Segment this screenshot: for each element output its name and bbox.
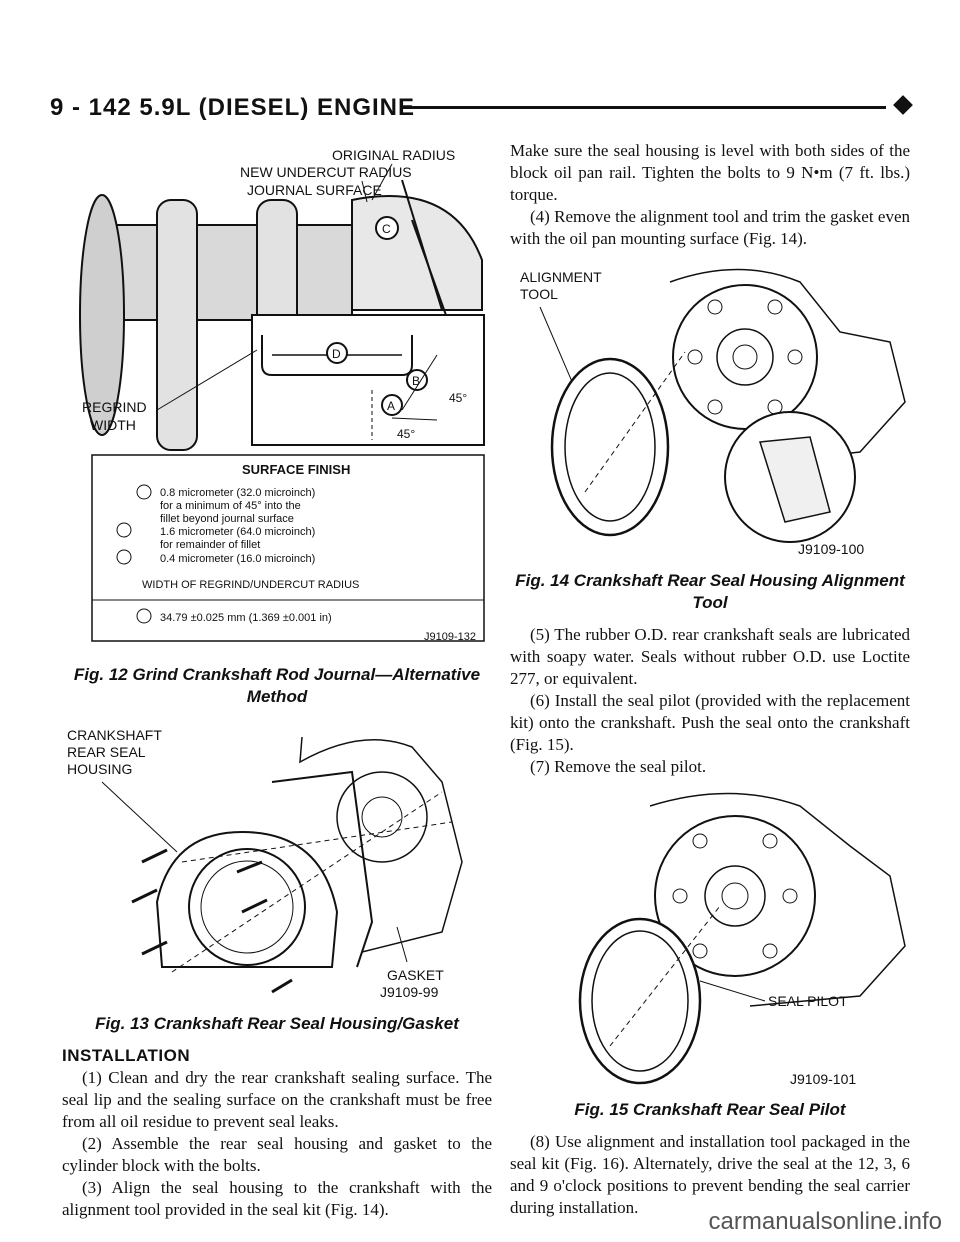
right-column: Make sure the seal housing is level with… — [510, 140, 910, 1219]
label-regrind: REGRIND — [82, 399, 147, 415]
table-heading: SURFACE FINISH — [242, 462, 350, 477]
fig14-code: J9109-100 — [798, 541, 864, 557]
label-gasket: GASKET — [387, 967, 444, 983]
right-steps: (5) The rubber O.D. rear crankshaft seal… — [510, 624, 910, 778]
paragraph-7: (7) Remove the seal pilot. — [530, 757, 707, 776]
fig13-diagram: CRANKSHAFT REAR SEAL HOUSING GASKET J910… — [67, 727, 463, 997]
fig12-diagram: C ORIGINAL RADIUS NEW UNDERCUT RADIUS JO… — [79, 147, 485, 643]
fig12-code: J9109-132 — [424, 631, 476, 643]
installation-section: INSTALLATION (1) Clean and dry the rear … — [62, 1045, 492, 1221]
label-new-undercut: NEW UNDERCUT RADIUS — [240, 164, 412, 180]
label-alignment: ALIGNMENT — [520, 269, 602, 285]
label-width: WIDTH — [90, 417, 136, 433]
label-tool: TOOL — [520, 286, 558, 302]
installation-heading: INSTALLATION — [62, 1046, 191, 1065]
label-angle-2: 45° — [397, 427, 415, 441]
table-b-line-1: 1.6 micrometer (64.0 microinch) — [160, 526, 315, 538]
paragraph-1: (1) Clean and dry the rear crankshaft se… — [62, 1068, 492, 1131]
header-rule — [402, 106, 886, 109]
table-a-line-2: for a minimum of 45° into the — [160, 500, 301, 512]
label-angle-1: 45° — [449, 391, 467, 405]
paragraph-5: (5) The rubber O.D. rear crankshaft seal… — [510, 625, 910, 688]
paragraph-2: (2) Assemble the rear seal housing and g… — [62, 1134, 492, 1175]
fig15-code: J9109-101 — [790, 1071, 856, 1087]
label-housing-3: HOUSING — [67, 761, 132, 777]
fig15-caption: Fig. 15 Crankshaft Rear Seal Pilot — [574, 1100, 846, 1119]
left-column: C ORIGINAL RADIUS NEW UNDERCUT RADIUS JO… — [62, 140, 492, 1221]
paragraph-3: (3) Align the seal housing to the cranks… — [62, 1178, 492, 1219]
table-a-line-1: 0.8 micrometer (32.0 microinch) — [160, 487, 315, 499]
table-width-heading: WIDTH OF REGRIND/UNDERCUT RADIUS — [142, 579, 359, 591]
page-header: 9 - 142 5.9L (DIESEL) ENGINE — [50, 94, 913, 122]
table-d-line: 34.79 ±0.025 mm (1.369 ±0.001 in) — [160, 612, 332, 624]
label-b: B — [412, 374, 420, 388]
paragraph-8: (8) Use alignment and installation tool … — [510, 1132, 910, 1217]
table-c-line-1: 0.4 micrometer (16.0 microinch) — [160, 553, 315, 565]
fig13-caption: Fig. 13 Crankshaft Rear Seal Housing/Gas… — [95, 1014, 459, 1033]
paragraph-3-cont: Make sure the seal housing is level with… — [510, 141, 910, 204]
label-seal-pilot: SEAL PILOT — [768, 993, 848, 1009]
page-title: 9 - 142 5.9L (DIESEL) ENGINE — [50, 94, 415, 121]
table-a-line-3: fillet beyond journal surface — [160, 513, 294, 525]
watermark: carmanualsonline.info — [708, 1208, 942, 1235]
label-c: C — [382, 222, 391, 236]
label-a: A — [387, 399, 395, 413]
fig14-caption: Fig. 14 Crankshaft Rear Seal Housing Ali… — [515, 571, 905, 612]
table-b-line-2: for remainder of fillet — [160, 539, 260, 551]
right-intro: Make sure the seal housing is level with… — [510, 140, 910, 250]
label-housing-2: REAR SEAL — [67, 744, 146, 760]
diamond-icon — [893, 95, 913, 115]
label-journal-surface: JOURNAL SURFACE — [247, 182, 382, 198]
right-final: (8) Use alignment and installation tool … — [510, 1131, 910, 1219]
fig14-diagram: ALIGNMENT TOOL J9109-100 — [520, 268, 906, 557]
fig13-code: J9109-99 — [380, 984, 439, 997]
paragraph-4: (4) Remove the alignment tool and trim t… — [510, 207, 910, 248]
label-housing-1: CRANKSHAFT — [67, 727, 162, 743]
label-d: D — [332, 347, 341, 361]
paragraph-6: (6) Install the seal pilot (provided wit… — [510, 691, 910, 754]
fig12-caption: Fig. 12 Grind Crankshaft Rod Journal—Alt… — [73, 665, 481, 706]
label-original-radius: ORIGINAL RADIUS — [332, 147, 455, 163]
fig15-diagram: SEAL PILOT J9109-101 — [578, 792, 906, 1087]
